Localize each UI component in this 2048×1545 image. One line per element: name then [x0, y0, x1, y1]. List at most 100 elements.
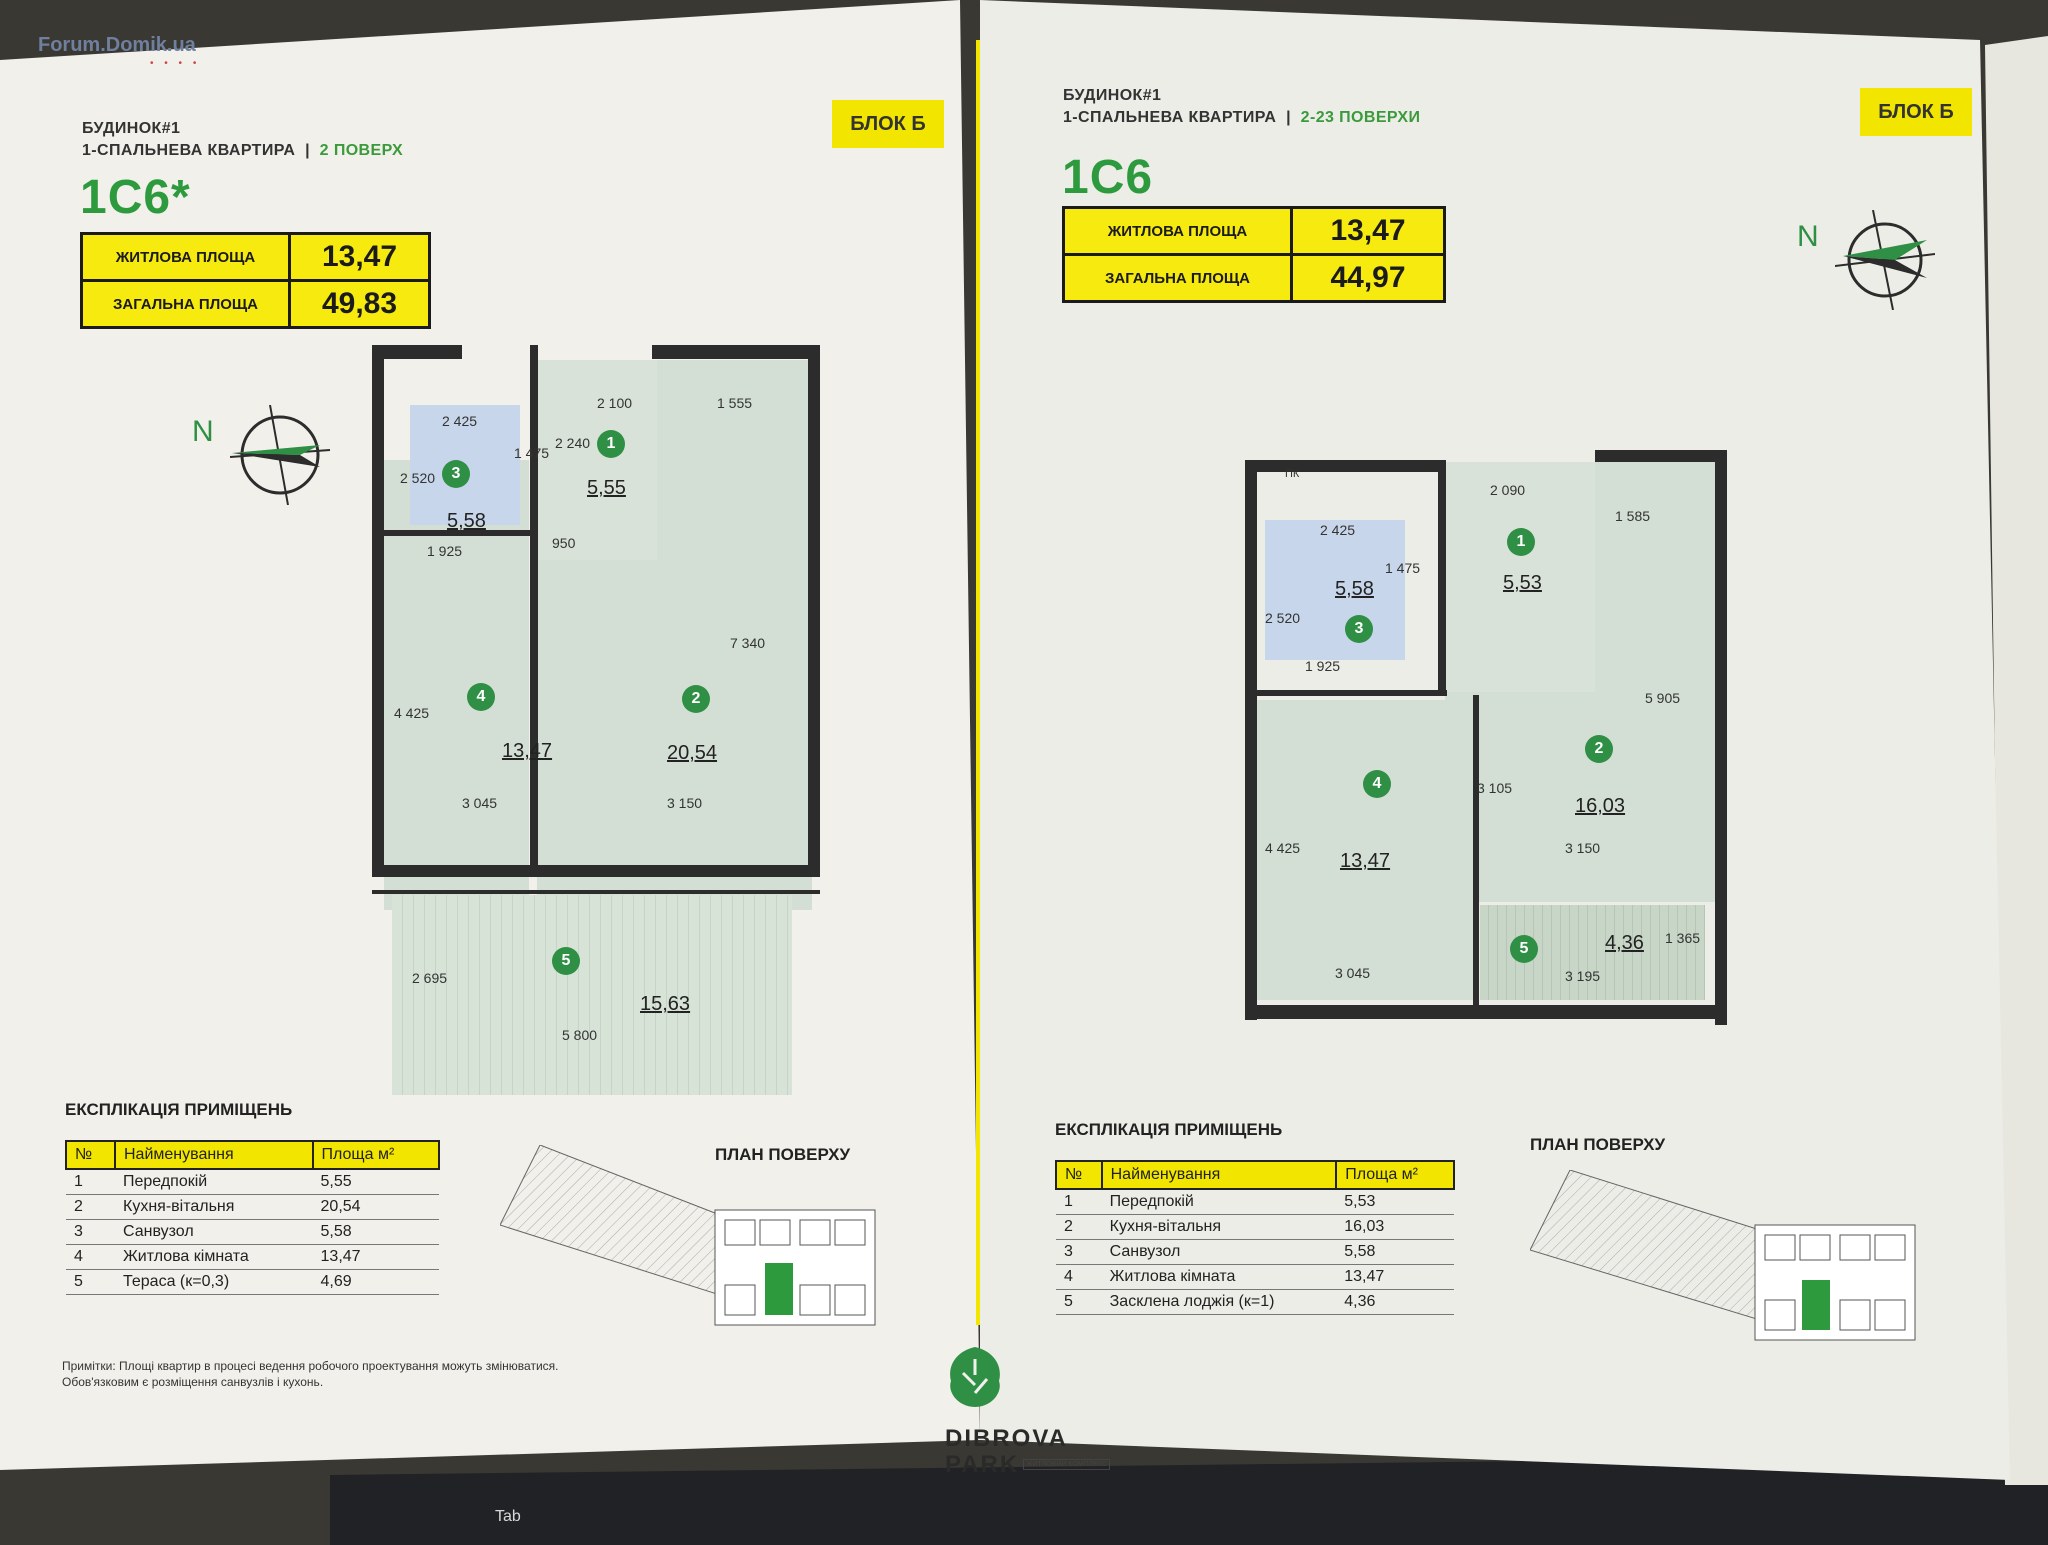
dim: ПК [1285, 468, 1300, 480]
room-1 [537, 360, 657, 560]
dim: 1 925 [427, 543, 463, 559]
dim: 2 100 [597, 395, 633, 411]
room-2-badge: 2 [682, 685, 710, 713]
dim: 2 425 [442, 413, 478, 429]
brand-line2: PARK [945, 1451, 1020, 1478]
dim: 3 045 [1335, 965, 1371, 981]
room-1-area: 5,53 [1503, 572, 1542, 594]
room-5-area: 15,63 [640, 993, 691, 1015]
left-note: Примітки: Площі квартир в процесі веденн… [62, 1359, 559, 1389]
left-total-value: 49,83 [321, 287, 398, 320]
compass-rose-icon [1834, 209, 1936, 311]
room-4 [1257, 700, 1477, 1000]
room-1-area: 5,55 [587, 477, 626, 499]
right-apt-type: 1-СПАЛЬНЕВА КВАРТИРА [1063, 109, 1277, 126]
brand-tagline: ЖИТЛОВИЙ КОМПЛЕКС [1023, 1459, 1110, 1470]
dim: 4 425 [394, 705, 430, 721]
room-3-area: 5,58 [1335, 578, 1374, 600]
room-5-terrace [392, 895, 792, 1095]
left-total-label: ЗАГАЛЬНА ПЛОЩА [83, 282, 291, 326]
left-separator: | [305, 142, 310, 159]
room-4-badge: 4 [467, 683, 495, 711]
room-5-badge: 5 [552, 947, 580, 975]
left-building: БУДИНОК#1 [82, 120, 181, 137]
left-floor-plan: 1 5,55 2 20,54 3 5,58 4 13,47 5 15,63 2 … [372, 345, 820, 1095]
right-apt-code: 1С6 [1062, 151, 1154, 204]
room-1-badge: 1 [597, 430, 625, 458]
right-total-label: ЗАГАЛЬНА ПЛОЩА [1065, 256, 1293, 300]
left-living-label: ЖИТЛОВА ПЛОЩА [83, 235, 291, 279]
left-apt-type: 1-СПАЛЬНЕВА КВАРТИРА [82, 142, 296, 159]
dim: 3 195 [1565, 968, 1601, 984]
col-area: Площа м² [311, 1140, 441, 1170]
left-compass: N [192, 404, 331, 510]
dim: 3 150 [667, 795, 703, 811]
left-apt-line: 1-СПАЛЬНЕВА КВАРТИРА | 2 ПОВЕРХ [82, 140, 403, 162]
page-divider [976, 40, 980, 1325]
right-header: БУДИНОК#1 1-СПАЛЬНЕВА КВАРТИРА | 2-23 ПО… [1063, 85, 1420, 129]
room-1-badge: 1 [1507, 528, 1535, 556]
right-compass: N [1797, 209, 1936, 315]
dim: 1 365 [1665, 930, 1701, 946]
right-floor-plan-title: ПЛАН ПОВЕРХУ [1530, 1135, 1666, 1154]
dim: 2 520 [400, 470, 436, 486]
dim: 1 585 [1615, 508, 1651, 524]
right-block-tag: БЛОК Б [1860, 88, 1972, 136]
dim: 3 105 [1477, 780, 1513, 796]
north-label: N [1797, 220, 1819, 253]
col-name: Найменування [1100, 1160, 1338, 1190]
left-apt-code: 1С6* [80, 171, 191, 224]
watermark: Forum.Domik.ua [38, 34, 196, 56]
col-name: Найменування [114, 1140, 314, 1170]
right-total-value: 44,97 [1330, 261, 1406, 294]
room-5-badge: 5 [1510, 935, 1538, 963]
dim: 3 045 [462, 795, 498, 811]
dim: 2 090 [1490, 482, 1526, 498]
room-2-area: 20,54 [667, 742, 718, 764]
room-1 [1445, 462, 1595, 692]
left-floor-plan-title: ПЛАН ПОВЕРХУ [715, 1145, 851, 1164]
compass-rose-icon [229, 404, 331, 506]
room-4-area: 13,47 [1340, 850, 1391, 872]
right-explication-title: ЕКСПЛІКАЦІЯ ПРИМІЩЕНЬ [1055, 1120, 1283, 1139]
dim: 1 555 [717, 395, 753, 411]
right-building: БУДИНОК#1 [1063, 87, 1162, 104]
room-3-badge: 3 [1345, 615, 1373, 643]
right-key-plan [1530, 1170, 1916, 1341]
room-4-area: 13,47 [502, 740, 553, 762]
dim: 2 425 [1320, 522, 1356, 538]
room-3-badge: 3 [442, 460, 470, 488]
room-3 [1265, 520, 1405, 660]
watermark-dots: • • • • [150, 58, 201, 69]
dibrova-park-logo: DIBROVA PARK ЖИТЛОВИЙ КОМПЛЕКС [945, 1345, 1110, 1485]
dim: 2 695 [412, 970, 448, 986]
col-no: № [65, 1140, 116, 1170]
left-key-plan [500, 1145, 876, 1326]
col-no: № [1055, 1160, 1103, 1190]
right-apt-line: 1-СПАЛЬНЕВА КВАРТИРА | 2-23 ПОВЕРХИ [1063, 107, 1420, 129]
dim: 7 340 [730, 635, 766, 651]
dim: 3 150 [1565, 840, 1601, 856]
right-floor-plan: 1 5,53 2 16,03 3 5,58 4 13,47 5 4,36 ПК … [1245, 450, 1727, 1030]
right-living-value: 13,47 [1330, 214, 1406, 247]
dim: 4 425 [1265, 840, 1301, 856]
dim: 2 240 [555, 435, 591, 451]
left-header: БУДИНОК#1 1-СПАЛЬНЕВА КВАРТИРА | 2 ПОВЕР… [82, 118, 403, 162]
tree-icon [950, 1347, 1000, 1419]
room-5-area: 4,36 [1605, 932, 1644, 954]
right-floor: 2-23 ПОВЕРХИ [1300, 109, 1421, 126]
left-floor: 2 ПОВЕРХ [319, 142, 404, 159]
dim: 5 800 [562, 1027, 598, 1043]
north-label: N [192, 415, 214, 448]
